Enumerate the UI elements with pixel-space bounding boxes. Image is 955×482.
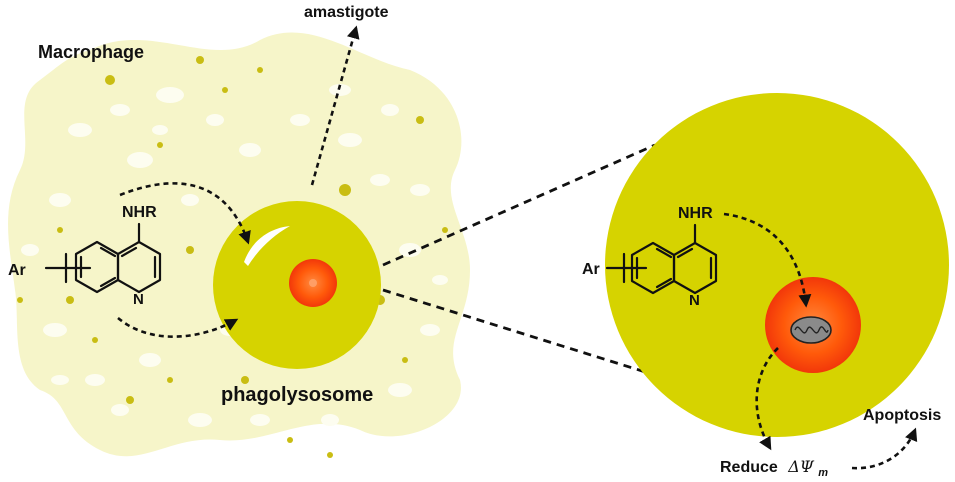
zoomed-phagolysosome-body — [605, 93, 949, 437]
granule — [17, 297, 23, 303]
vacuole — [51, 375, 69, 385]
quinoline-molecule-left: NHR N Ar — [8, 204, 162, 308]
vacuole — [399, 243, 421, 257]
phagolysosome-label: phagolysosome — [221, 384, 373, 406]
substituent-label: NHR — [122, 204, 157, 221]
granule — [167, 377, 173, 383]
granule — [57, 227, 63, 233]
macrophage-vacuoles — [21, 84, 448, 427]
granule — [287, 437, 293, 443]
ring-nitrogen-label-zoom: N — [689, 292, 700, 309]
arrow-entry-top — [119, 182, 251, 245]
membrane-potential-symbol: ΔΨ — [787, 457, 815, 476]
zoomed-phagolysosome — [605, 93, 949, 437]
ring-nitrogen-label: N — [133, 291, 144, 308]
granule — [241, 376, 249, 384]
membrane-potential-subscript: m — [818, 467, 828, 477]
vacuole — [43, 323, 67, 337]
zoom-line-bottom — [382, 288, 656, 377]
vacuole — [85, 374, 105, 386]
granule — [339, 184, 351, 196]
amastigote-nucleus — [309, 279, 317, 287]
phagolysosome-highlight — [244, 226, 290, 266]
vacuole — [49, 193, 71, 207]
granule — [186, 246, 194, 254]
vacuole — [370, 174, 390, 186]
granule — [105, 75, 115, 85]
arrow-entry-bottom — [117, 317, 239, 338]
substituent-label-zoom: NHR — [678, 205, 713, 222]
vacuole — [420, 324, 440, 336]
vacuole — [139, 353, 161, 367]
vacuole — [250, 414, 270, 426]
vacuole — [388, 383, 412, 397]
reduce-label: Reduce ΔΨ m — [720, 457, 828, 477]
aryl-label: Ar — [8, 262, 26, 279]
granule — [66, 296, 74, 304]
granule — [126, 396, 134, 404]
granule — [442, 227, 448, 233]
reduce-word: Reduce — [720, 459, 778, 476]
vacuole — [181, 194, 199, 206]
vacuole — [381, 104, 399, 116]
arrow-to-amastigote — [310, 25, 360, 186]
vacuole — [206, 114, 224, 126]
granule — [327, 452, 333, 458]
granule — [402, 357, 408, 363]
arrow-to-reduce — [755, 347, 779, 451]
vacuole — [68, 123, 92, 137]
apoptosis-label: Apoptosis — [863, 407, 941, 424]
vacuole — [110, 104, 130, 116]
granule — [157, 142, 163, 148]
vacuole — [410, 184, 430, 196]
vacuole — [152, 125, 168, 135]
vacuole — [239, 143, 261, 157]
vacuole — [432, 275, 448, 285]
vacuole — [338, 133, 362, 147]
phagolysosome — [213, 201, 381, 369]
vacuole — [111, 404, 129, 416]
zoom-line-top — [382, 143, 656, 267]
granule — [92, 337, 98, 343]
quinoline-molecule-right: NHR N Ar — [582, 205, 718, 309]
vacuole — [321, 414, 339, 426]
mitochondrion-icon — [790, 316, 832, 344]
vacuole — [156, 87, 184, 103]
vacuole — [329, 84, 351, 96]
granule — [222, 87, 228, 93]
macrophage-label: Macrophage — [38, 42, 144, 62]
macrophage-granules — [17, 56, 448, 458]
vacuole — [127, 152, 153, 168]
arrow-to-mitochondrion — [723, 212, 812, 308]
arrow-to-apoptosis — [851, 427, 918, 470]
vacuole — [290, 114, 310, 126]
vacuole — [21, 244, 39, 256]
aryl-label-zoom: Ar — [582, 261, 600, 278]
granule — [196, 56, 204, 64]
vacuole — [188, 413, 212, 427]
amastigote-label: amastigote — [304, 4, 389, 21]
granule — [416, 116, 424, 124]
granule — [257, 67, 263, 73]
